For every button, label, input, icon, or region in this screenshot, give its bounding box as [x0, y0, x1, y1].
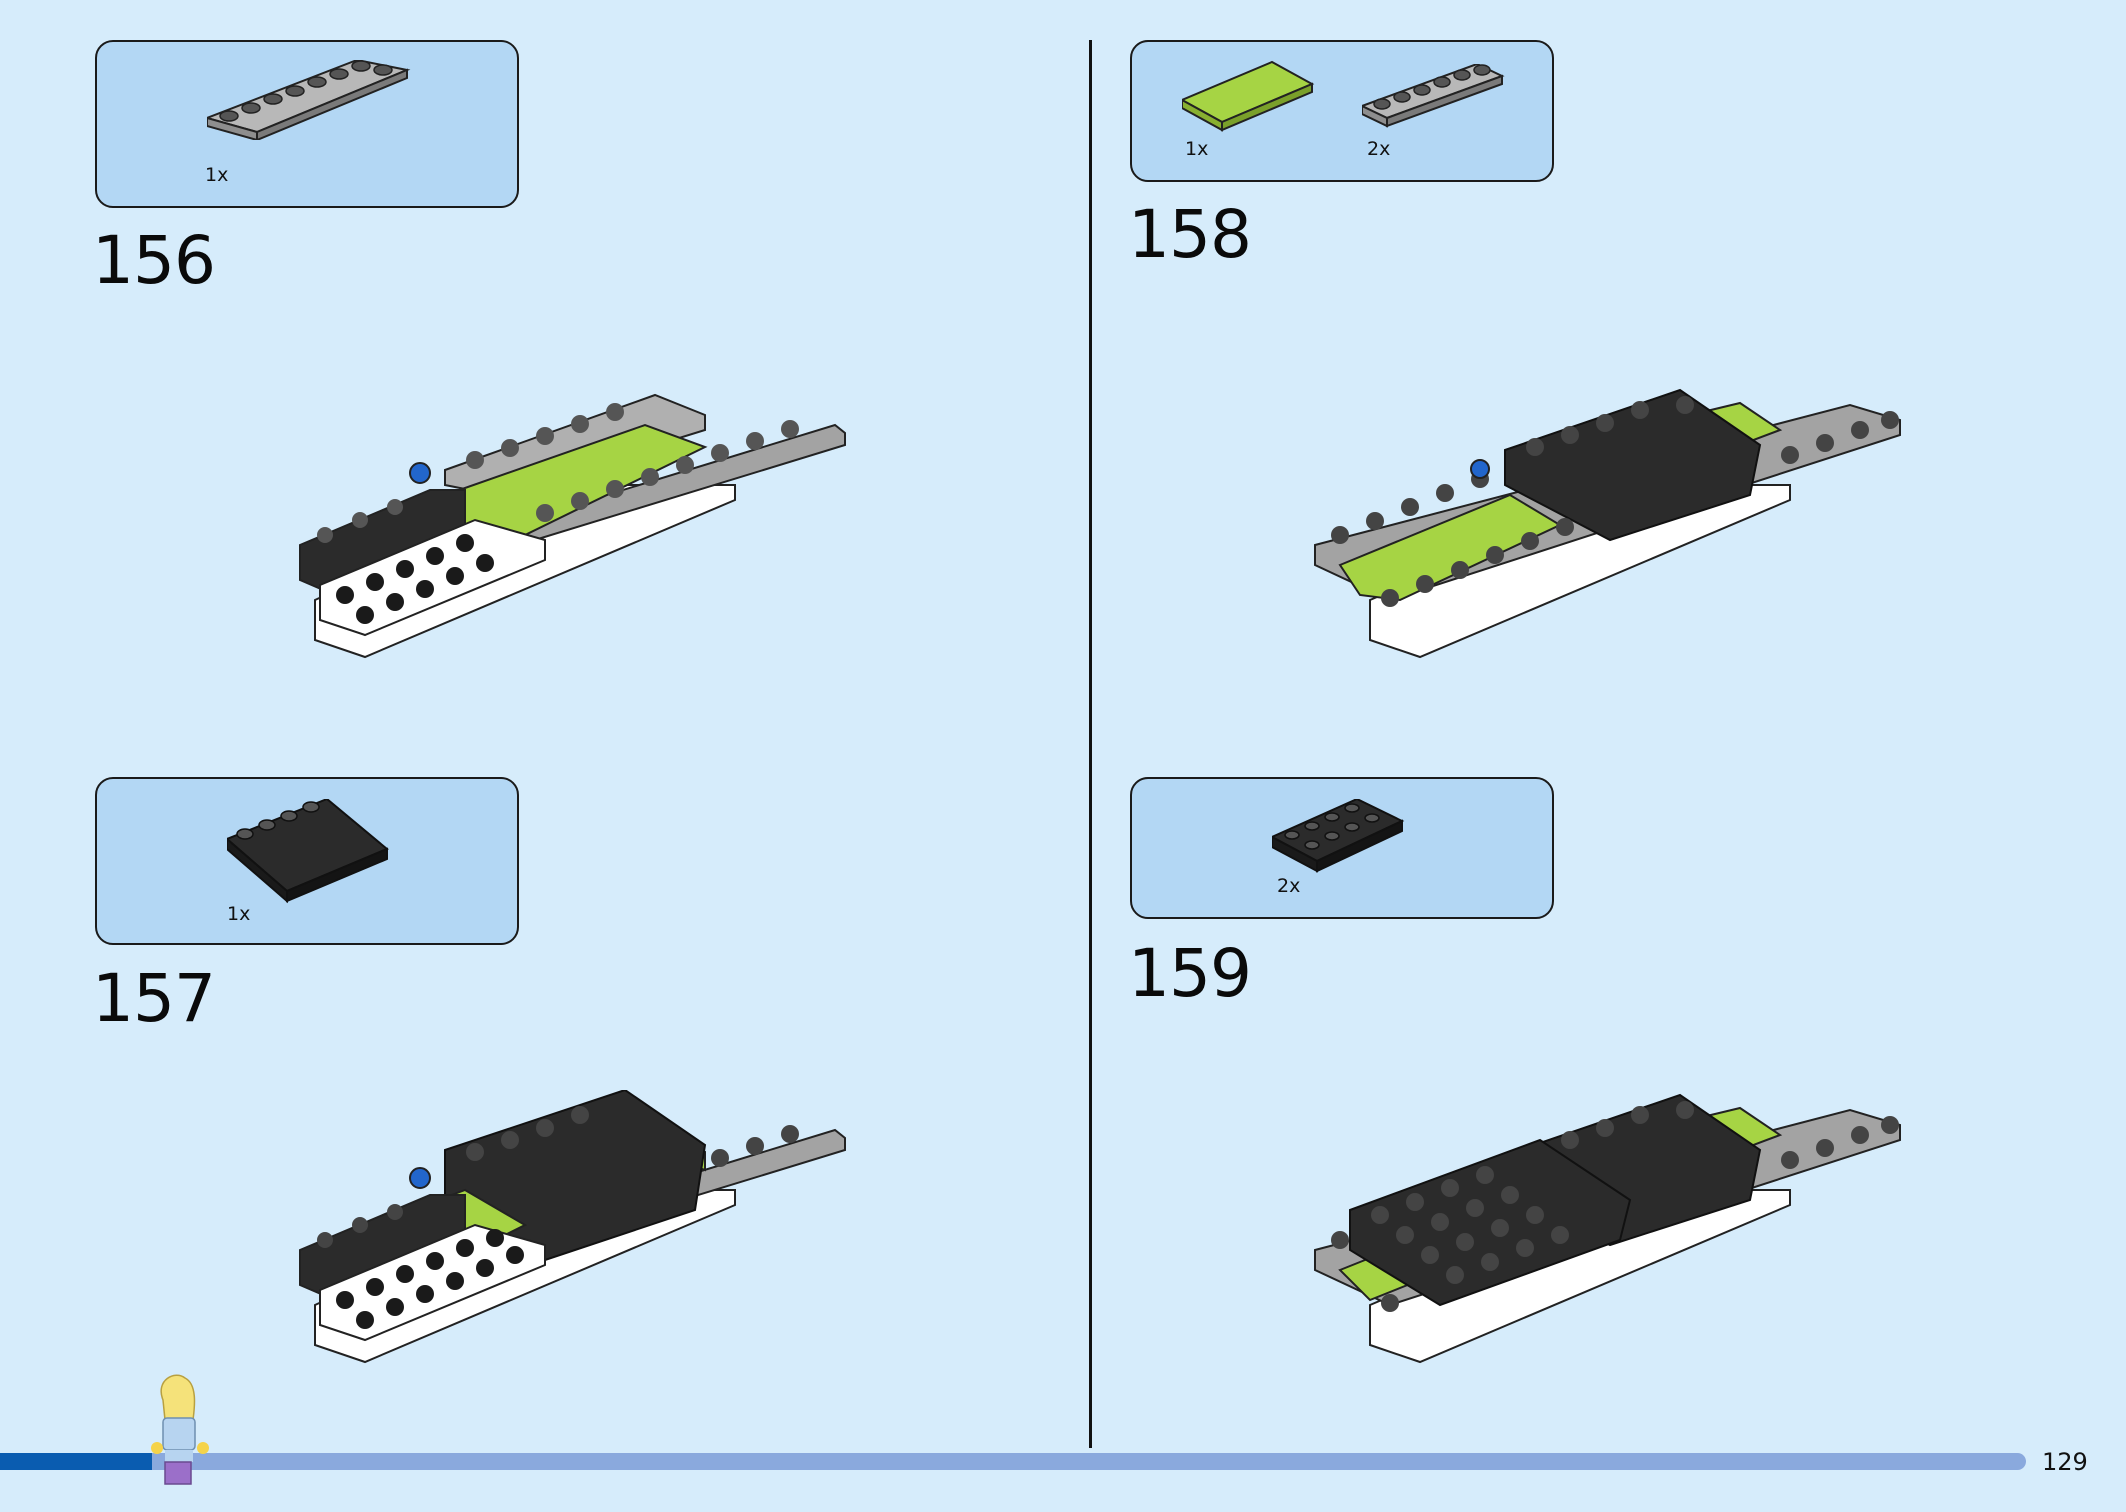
part-quantity: 1x — [1185, 138, 1209, 160]
step-156-model-illustration — [299, 393, 846, 659]
gray-plate-1x6-icon — [1362, 64, 1505, 128]
parts-box-step-158: 1x 2x — [1130, 40, 1554, 182]
page-number: 129 — [2042, 1448, 2088, 1476]
lime-tile-2x4-icon — [1182, 60, 1315, 132]
step-159-model-illustration — [1314, 1093, 1901, 1364]
minifigure-icon — [151, 1374, 209, 1485]
parts-box-step-159: 2x — [1130, 777, 1554, 919]
step-number: 159 — [1128, 935, 1252, 1012]
parts-box-step-156: 1x — [95, 40, 519, 208]
parts-box-step-157: 1x — [95, 777, 519, 945]
step-158-model-illustration — [1314, 388, 1901, 659]
step-number: 157 — [92, 960, 216, 1037]
black-plate-4x4-icon — [227, 799, 389, 904]
part-quantity: 1x — [205, 164, 229, 186]
black-plate-2x4-icon — [1272, 799, 1405, 873]
part-quantity: 2x — [1367, 138, 1391, 160]
step-number: 158 — [1128, 196, 1252, 273]
progress-bar-track — [0, 1453, 2026, 1470]
part-quantity: 2x — [1277, 875, 1301, 897]
step-number: 156 — [92, 222, 216, 299]
part-quantity: 1x — [227, 903, 251, 925]
step-157-model-illustration — [299, 1090, 846, 1364]
gray-plate-1x8-icon — [207, 60, 411, 140]
progress-bar-fill — [0, 1453, 152, 1470]
column-divider — [1089, 40, 1092, 1448]
